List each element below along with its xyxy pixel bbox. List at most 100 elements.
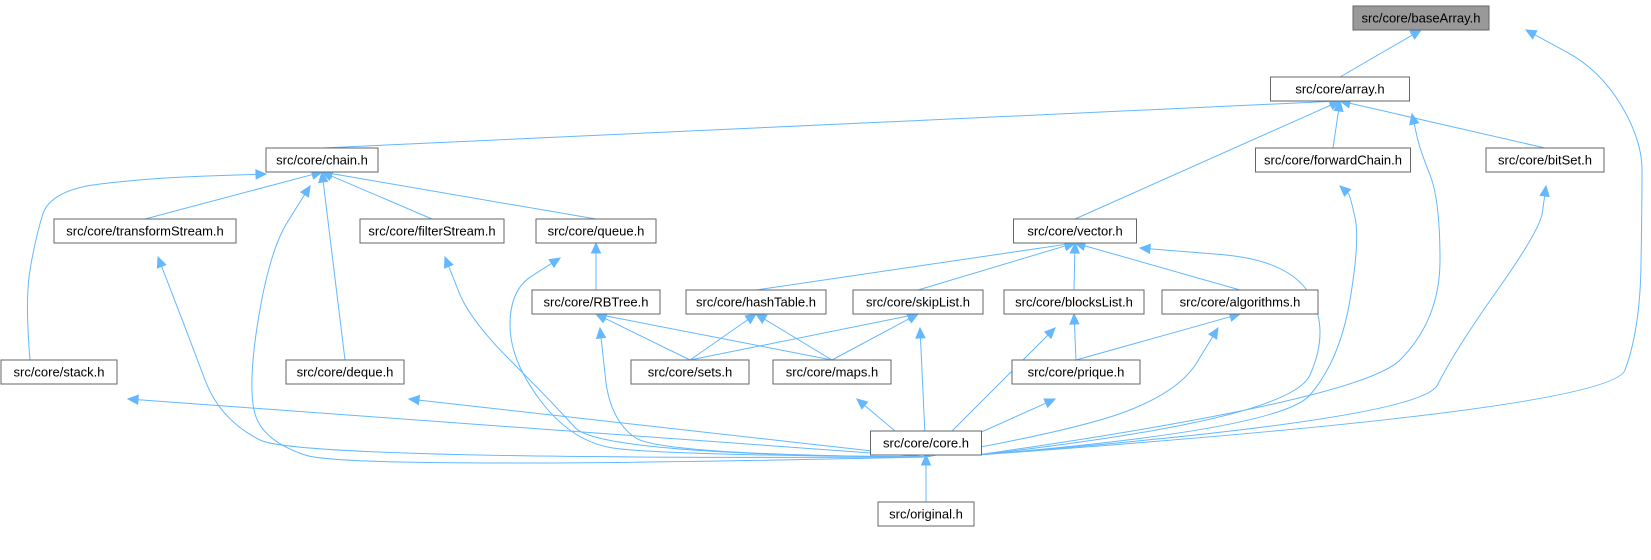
edge-line bbox=[689, 318, 749, 361]
node-box[interactable] bbox=[772, 359, 892, 385]
edge-core-to-transformStream bbox=[156, 255, 927, 458]
arrowhead-icon bbox=[595, 326, 607, 340]
node-box[interactable] bbox=[877, 501, 975, 527]
edge-line bbox=[976, 194, 1546, 456]
edge-core-to-bitSet bbox=[976, 184, 1550, 456]
node-original[interactable]: src/original.h bbox=[877, 501, 975, 527]
node-box[interactable] bbox=[685, 289, 827, 315]
edge-core-to-deque bbox=[407, 394, 927, 458]
graph-nodes: src/core/baseArray.h src/core/array.h src/… bbox=[0, 5, 1605, 527]
node-box[interactable] bbox=[1011, 359, 1141, 385]
node-box[interactable] bbox=[1161, 289, 1319, 315]
node-box[interactable] bbox=[630, 359, 750, 385]
node-label: src/core/stack.h bbox=[13, 365, 104, 380]
node-box[interactable] bbox=[1003, 289, 1145, 315]
node-label: src/core/baseArray.h bbox=[1362, 11, 1481, 26]
node-box[interactable] bbox=[359, 218, 505, 244]
node-chain[interactable]: src/core/chain.h bbox=[265, 147, 379, 173]
arrowhead-icon bbox=[1409, 29, 1423, 40]
node-label: src/core/chain.h bbox=[276, 153, 368, 168]
node-box[interactable] bbox=[1013, 218, 1137, 244]
arrowhead-icon bbox=[744, 313, 757, 325]
node-stack[interactable]: src/core/stack.h bbox=[0, 359, 118, 385]
arrowhead-icon bbox=[754, 313, 768, 324]
node-box[interactable] bbox=[0, 359, 118, 385]
node-label: src/core/bitSet.h bbox=[1498, 153, 1592, 168]
arrowhead-icon bbox=[443, 255, 454, 269]
arrowhead-icon bbox=[1043, 398, 1057, 409]
node-label: src/core/hashTable.h bbox=[696, 295, 816, 310]
edge-line bbox=[604, 315, 833, 361]
edge-core-to-array bbox=[976, 112, 1441, 456]
edge-blocksList-to-vector bbox=[1069, 241, 1081, 291]
edge-line bbox=[1075, 315, 1232, 361]
edge-stack-to-chain bbox=[27, 169, 268, 361]
node-box[interactable] bbox=[265, 147, 379, 173]
node-baseArray[interactable]: src/core/baseArray.h bbox=[1352, 5, 1490, 31]
edge-forwardChain-to-array bbox=[1332, 99, 1344, 149]
edge-line bbox=[251, 193, 927, 464]
node-box[interactable] bbox=[870, 430, 982, 456]
node-queue[interactable]: src/core/queue.h bbox=[535, 218, 657, 244]
edge-sets-to-hashTable bbox=[689, 313, 757, 361]
node-RBTree[interactable]: src/core/RBTree.h bbox=[531, 289, 661, 315]
node-box[interactable] bbox=[852, 289, 984, 315]
node-box[interactable] bbox=[535, 218, 657, 244]
edge-line bbox=[976, 248, 1321, 456]
edge-line bbox=[330, 175, 433, 220]
node-blocksList[interactable]: src/core/blocksList.h bbox=[1003, 289, 1145, 315]
node-core[interactable]: src/core/core.h bbox=[870, 430, 982, 456]
edge-line bbox=[1332, 109, 1340, 149]
edge-line bbox=[1073, 251, 1076, 291]
node-label: src/core/queue.h bbox=[548, 224, 645, 239]
edge-line bbox=[603, 317, 691, 361]
edge-filterStream-to-chain bbox=[320, 171, 433, 220]
edge-line bbox=[976, 191, 1358, 456]
edge-line bbox=[144, 173, 314, 220]
edge-line bbox=[136, 399, 927, 458]
edge-line bbox=[1348, 102, 1546, 149]
node-label: src/core/filterStream.h bbox=[368, 224, 495, 239]
arrowhead-icon bbox=[1539, 184, 1550, 198]
node-label: src/core/blocksList.h bbox=[1015, 295, 1133, 310]
node-algorithms[interactable]: src/core/algorithms.h bbox=[1161, 289, 1319, 315]
node-array[interactable]: src/core/array.h bbox=[1270, 76, 1410, 102]
node-skipList[interactable]: src/core/skipList.h bbox=[852, 289, 984, 315]
arrowhead-icon bbox=[318, 170, 329, 184]
edge-core-to-algorithms bbox=[925, 326, 1219, 458]
node-box[interactable] bbox=[285, 359, 405, 385]
edge-core-to-stack bbox=[126, 394, 927, 458]
edge-core-to-baseArray bbox=[976, 29, 1643, 456]
node-box[interactable] bbox=[1270, 76, 1410, 102]
edge-line bbox=[600, 336, 927, 458]
node-transformStream[interactable]: src/core/transformStream.h bbox=[53, 218, 237, 244]
arrowhead-icon bbox=[1409, 112, 1420, 126]
node-box[interactable] bbox=[1352, 5, 1490, 31]
node-label: src/core/vector.h bbox=[1027, 224, 1122, 239]
node-box[interactable] bbox=[1485, 147, 1605, 173]
node-filterStream[interactable]: src/core/filterStream.h bbox=[359, 218, 505, 244]
edge-line bbox=[755, 243, 1067, 291]
node-box[interactable] bbox=[53, 218, 237, 244]
node-deque[interactable]: src/core/deque.h bbox=[285, 359, 405, 385]
arrowhead-icon bbox=[1069, 312, 1080, 325]
arrowhead-icon bbox=[1043, 327, 1056, 340]
node-forwardChain[interactable]: src/core/forwardChain.h bbox=[1255, 147, 1411, 173]
node-maps[interactable]: src/core/maps.h bbox=[772, 359, 892, 385]
edge-line bbox=[330, 173, 597, 220]
node-vector[interactable]: src/core/vector.h bbox=[1013, 218, 1137, 244]
node-label: src/core/sets.h bbox=[648, 365, 733, 380]
node-sets[interactable]: src/core/sets.h bbox=[630, 359, 750, 385]
node-bitSet[interactable]: src/core/bitSet.h bbox=[1485, 147, 1605, 173]
node-label: src/core/transformStream.h bbox=[66, 224, 224, 239]
edge-line bbox=[322, 180, 346, 361]
node-box[interactable] bbox=[1255, 147, 1411, 173]
edge-prique-to-blocksList bbox=[1069, 312, 1080, 361]
edge-line bbox=[917, 245, 1067, 291]
edge-line bbox=[509, 262, 927, 458]
edge-core-to-forwardChain bbox=[976, 185, 1358, 456]
node-box[interactable] bbox=[531, 289, 661, 315]
node-prique[interactable]: src/core/prique.h bbox=[1011, 359, 1141, 385]
node-hashTable[interactable]: src/core/hashTable.h bbox=[685, 289, 827, 315]
